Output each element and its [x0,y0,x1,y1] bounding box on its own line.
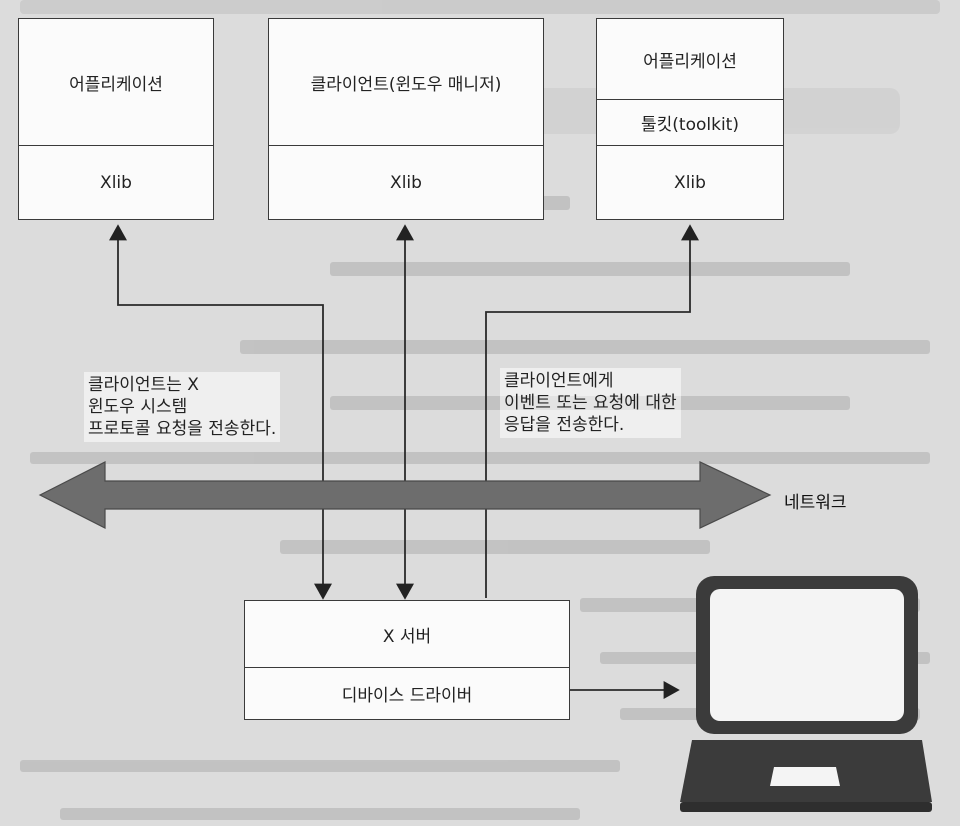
app-left-xlib: Xlib [19,145,213,219]
note-right-line-1: 클라이언트에게 [504,371,614,391]
network-label: 네트워크 [784,493,847,513]
app-left-title: 어플리케이션 [69,74,163,95]
note-left-line-1: 클라이언트는 X [88,375,199,395]
device-driver-label: 디바이스 드라이버 [245,667,569,719]
note-right-line-3: 응답을 전송한다. [504,415,625,435]
note-server-responses: 클라이언트에게 이벤트 또는 요청에 대한 응답을 전송한다. [500,368,681,438]
app-box-right: 어플리케이션 툴킷(toolkit) Xlib [596,18,784,220]
laptop-icon [680,576,932,812]
x-server-box: X 서버 디바이스 드라이버 [244,600,570,720]
note-left-line-3: 프로토콜 요청을 전송한다. [88,419,277,439]
note-client-requests: 클라이언트는 X 윈도우 시스템 프로토콜 요청을 전송한다. [84,372,281,442]
app-middle-xlib: Xlib [269,145,543,219]
x-server-label: X 서버 [382,626,432,647]
app-box-left: 어플리케이션 Xlib [18,18,214,220]
app-right-title: 어플리케이션 [643,51,737,72]
app-right-toolkit: 툴킷(toolkit) [597,99,783,145]
app-box-middle: 클라이언트(윈도우 매니저) Xlib [268,18,544,220]
note-left-line-2: 윈도우 시스템 [88,397,188,417]
note-right-line-2: 이벤트 또는 요청에 대한 [504,393,677,413]
app-middle-title: 클라이언트(윈도우 매니저) [310,74,502,95]
app-right-xlib: Xlib [597,145,783,219]
